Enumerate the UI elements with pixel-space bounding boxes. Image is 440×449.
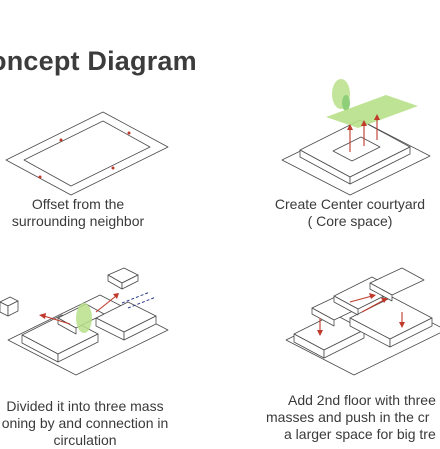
step2-caption-line2: ( Core space) (307, 213, 393, 229)
step1-caption-line2: surrounding neighbor (11, 213, 145, 229)
step2-caption: Create Center courtyard ( Core space) (262, 196, 438, 230)
diagram-title: oncept Diagram (0, 46, 197, 76)
step1-caption-line1: Offset from the (31, 196, 125, 212)
step3-caption-line1: Divided it into three mass (6, 398, 164, 414)
concept-diagram-drawings (0, 79, 440, 376)
step3-caption-line3: circulation (53, 432, 117, 448)
step4-caption-line1: Add 2nd floor with three (288, 392, 436, 408)
step1-offset-diagram (5, 111, 169, 196)
step2-courtyard-diagram (281, 79, 431, 196)
step1-caption: Offset from the surrounding neighbor (0, 196, 156, 230)
step4-caption-line3: a larger space for big tre (284, 426, 436, 442)
step3-caption: Divided it into three mass oning by and … (0, 398, 180, 449)
step3-masses-diagram (0, 267, 169, 376)
step2-caption-line1: Create Center courtyard (274, 196, 426, 212)
step4-second-floor-diagram (285, 267, 440, 376)
step3-caption-line2: oning by and connection in (1, 415, 169, 431)
step4-caption: Add 2nd floor with three masses and push… (262, 392, 440, 443)
step4-caption-line2: masses and push in the cr (266, 409, 430, 425)
